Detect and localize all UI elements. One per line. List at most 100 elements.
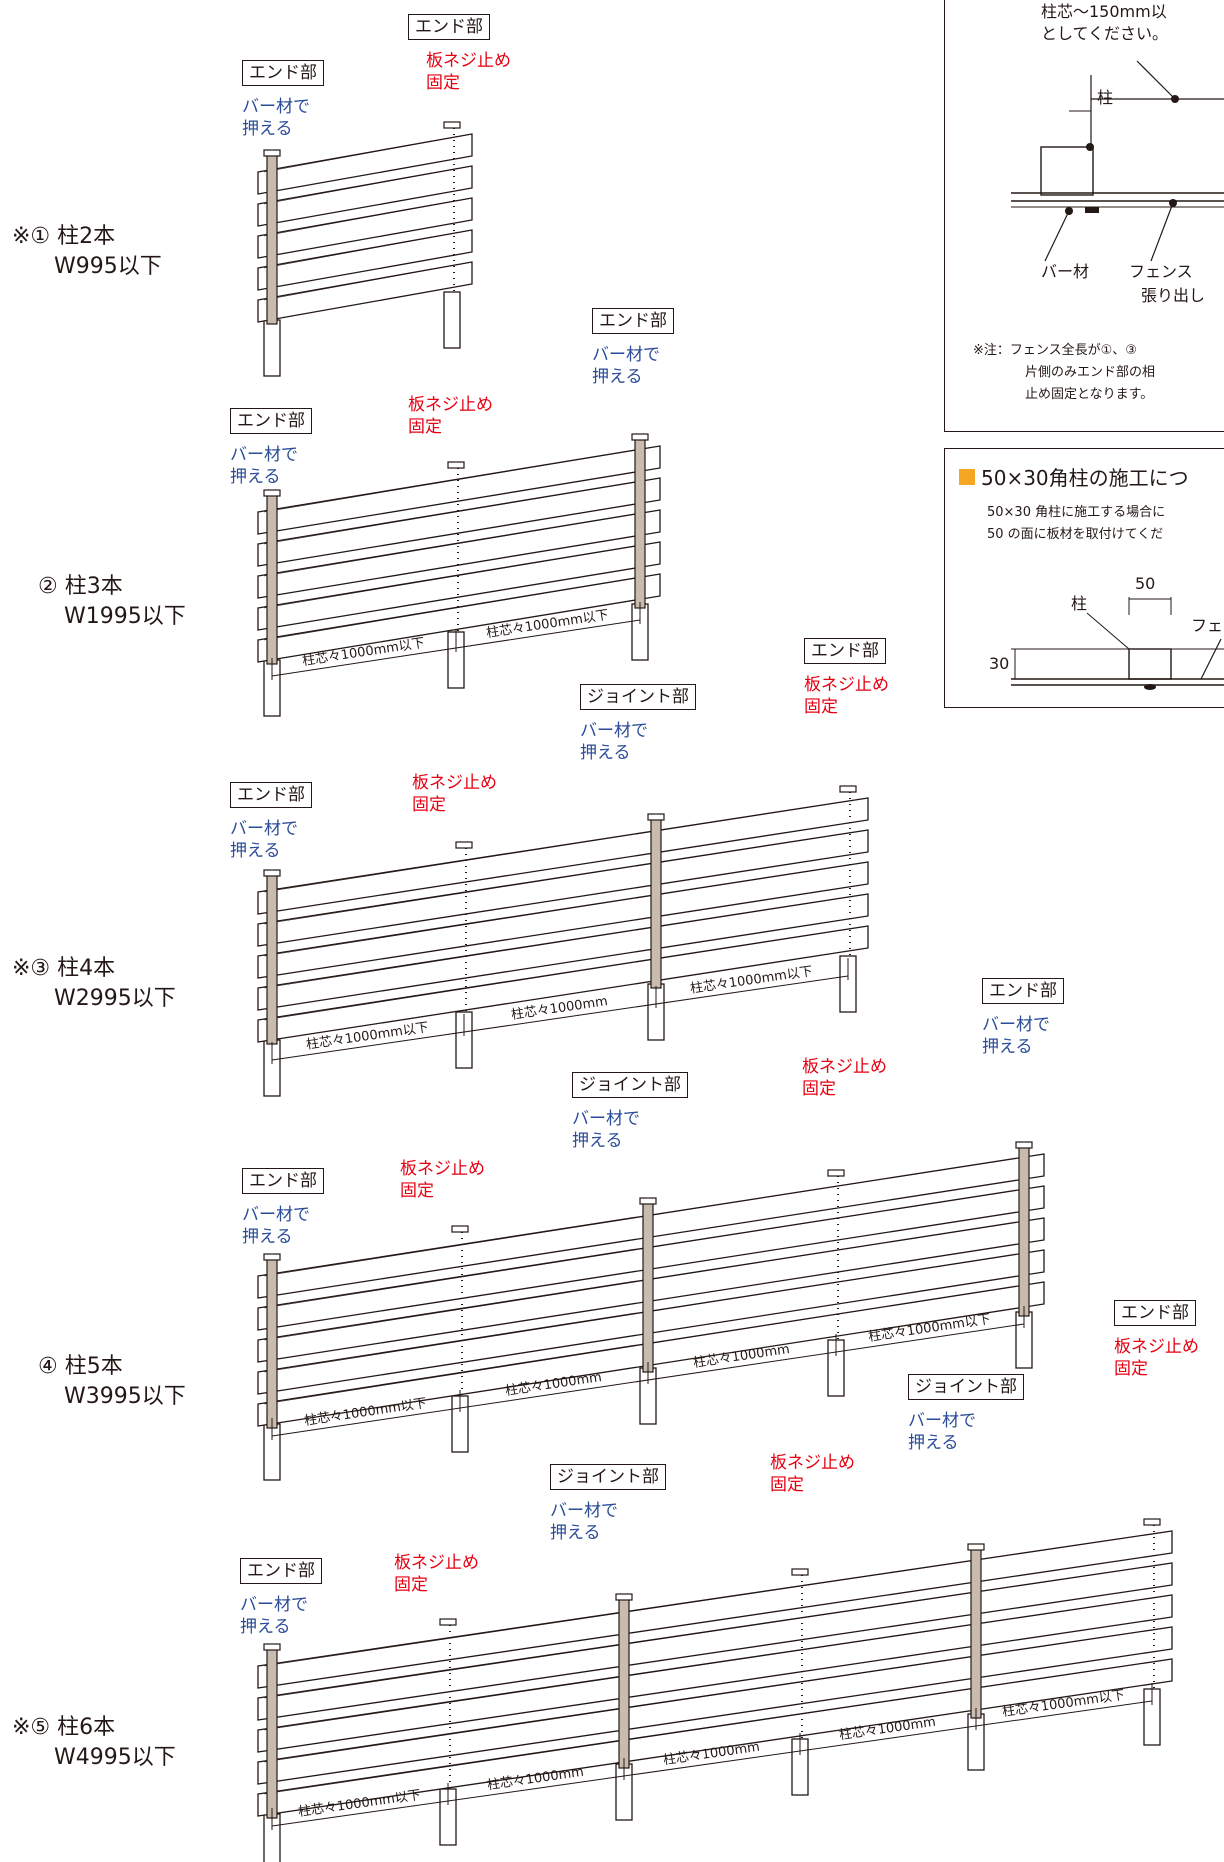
bar-post: [266, 153, 278, 325]
post-cap: [647, 813, 665, 821]
board-edge: [263, 1249, 1045, 1373]
post-leg: [263, 319, 281, 377]
board-edge: [263, 925, 869, 1021]
bar-press-note: バー材で 押える: [572, 1109, 640, 1151]
post-cap: [443, 121, 461, 129]
board-edge: [263, 1217, 1045, 1341]
note-line-1: ※注：フェンス全長が①、③: [973, 343, 1137, 358]
board-edge: [263, 1626, 1173, 1763]
fence-board: [257, 445, 661, 535]
fence-board: [257, 133, 473, 195]
joint-tag: ジョイント部: [572, 1072, 688, 1098]
bar-press-note: バー材で 押える: [240, 1595, 308, 1637]
board-edge: [263, 1185, 1045, 1309]
board-edge: [263, 573, 661, 641]
dimension-line: [271, 1700, 1153, 1827]
row-2-mark: ②: [38, 574, 58, 599]
overhang-panel: 柱芯〜150mm以 としてください。 柱 バー材 フェンス 張り出し ※注：フェ…: [944, 0, 1224, 432]
post-cap: [447, 461, 465, 469]
bar-post: [650, 817, 662, 989]
row-1-posts: 柱2本: [57, 224, 116, 249]
bar-press-note: バー材で 押える: [908, 1411, 976, 1453]
board-edge: [263, 477, 661, 545]
fence-board: [257, 893, 869, 1011]
board-edge: [263, 1281, 1045, 1405]
post-cap: [263, 489, 281, 497]
square-post-desc-1: 50×30 角柱に施工する場合に: [987, 505, 1166, 520]
board-edge: [263, 829, 869, 925]
end-tag: エンド部: [982, 978, 1064, 1004]
row-5-label: ※⑤ 柱6本 W4995以下: [12, 1713, 176, 1773]
bar-post: [266, 493, 278, 665]
board-edge: [263, 861, 869, 957]
square-post-drawing: [1011, 597, 1224, 690]
row-5-mark: ※⑤: [12, 1715, 51, 1740]
end-tag: エンド部: [804, 638, 886, 664]
board-edge: [263, 509, 661, 577]
fence-board: [257, 829, 869, 947]
post-cap: [967, 1543, 985, 1551]
board-edge: [263, 261, 473, 301]
board-edge: [263, 1562, 1173, 1699]
dim-50-label: 50: [1135, 574, 1156, 593]
row-1-width: W995以下: [54, 254, 162, 279]
bar-press-note: バー材で 押える: [592, 345, 660, 387]
post-cap: [631, 433, 649, 441]
joint-tag: ジョイント部: [908, 1374, 1024, 1400]
panel-text-1: 柱芯〜150mm以: [1041, 2, 1167, 21]
screw-fix-note: 板ネジ止め 固定: [1114, 1337, 1199, 1379]
screw-fix-note: 板ネジ止め 固定: [426, 51, 511, 93]
post-cap: [1143, 1518, 1161, 1526]
post-cap: [791, 1568, 809, 1576]
joint-tag: ジョイント部: [550, 1464, 666, 1490]
board-edge: [263, 133, 473, 173]
post-cap: [263, 869, 281, 877]
dim-30-label: 30: [989, 654, 1010, 673]
end-tag: エンド部: [592, 308, 674, 334]
row-4-label: ④ 柱5本 W3995以下: [38, 1352, 186, 1412]
post-leg: [443, 291, 461, 349]
board-edge: [263, 541, 661, 609]
dimension-line: [271, 975, 849, 1061]
row-1-label: ※① 柱2本 W995以下: [12, 222, 162, 282]
bar-press-note: バー材で 押える: [580, 721, 648, 763]
screw-fix-note: 板ネジ止め 固定: [408, 395, 493, 437]
board-edge: [263, 229, 473, 269]
post-cap: [615, 1593, 633, 1601]
row-4-mark: ④: [38, 1354, 58, 1379]
end-tag: エンド部: [1114, 1300, 1196, 1326]
post-cap: [439, 1618, 457, 1626]
row-3-posts: 柱4本: [57, 956, 116, 981]
board-edge: [263, 1594, 1173, 1731]
board-edge: [263, 1153, 1045, 1277]
bar-post: [1018, 1145, 1030, 1317]
row-4-posts: 柱5本: [64, 1354, 123, 1379]
row-3-width: W2995以下: [54, 986, 176, 1011]
end-tag: エンド部: [230, 782, 312, 808]
post-cap: [263, 1253, 281, 1261]
fence-board: [257, 797, 869, 915]
row-5-posts: 柱6本: [57, 1715, 116, 1740]
row-1-mark: ※①: [12, 224, 51, 249]
row-4-width: W3995以下: [64, 1384, 186, 1409]
fence-board: [257, 509, 661, 599]
overhang-label: 張り出し: [1141, 286, 1206, 305]
fence-label: フェ: [1191, 616, 1224, 635]
fence-board: [257, 229, 473, 291]
post-cap: [451, 1225, 469, 1233]
square-post-desc-2: 50 の面に板材を取付けてくだ: [987, 527, 1164, 542]
fence-board: [257, 541, 661, 631]
board-edge: [263, 797, 869, 893]
row-3-mark: ※③: [12, 956, 51, 981]
end-tag: エンド部: [408, 14, 490, 40]
bar-press-note: バー材で 押える: [230, 819, 298, 861]
bar-post: [634, 437, 646, 609]
post-cap: [263, 1643, 281, 1651]
screw-fix-note: 板ネジ止め 固定: [804, 675, 889, 717]
bar-post: [266, 873, 278, 1045]
bar-press-note: バー材で 押える: [230, 445, 298, 487]
post-cap: [639, 1197, 657, 1205]
overhang-detail-drawing: [1011, 60, 1224, 262]
fence-board: [257, 925, 869, 1043]
screw-fix-note: 板ネジ止め 固定: [400, 1159, 485, 1201]
